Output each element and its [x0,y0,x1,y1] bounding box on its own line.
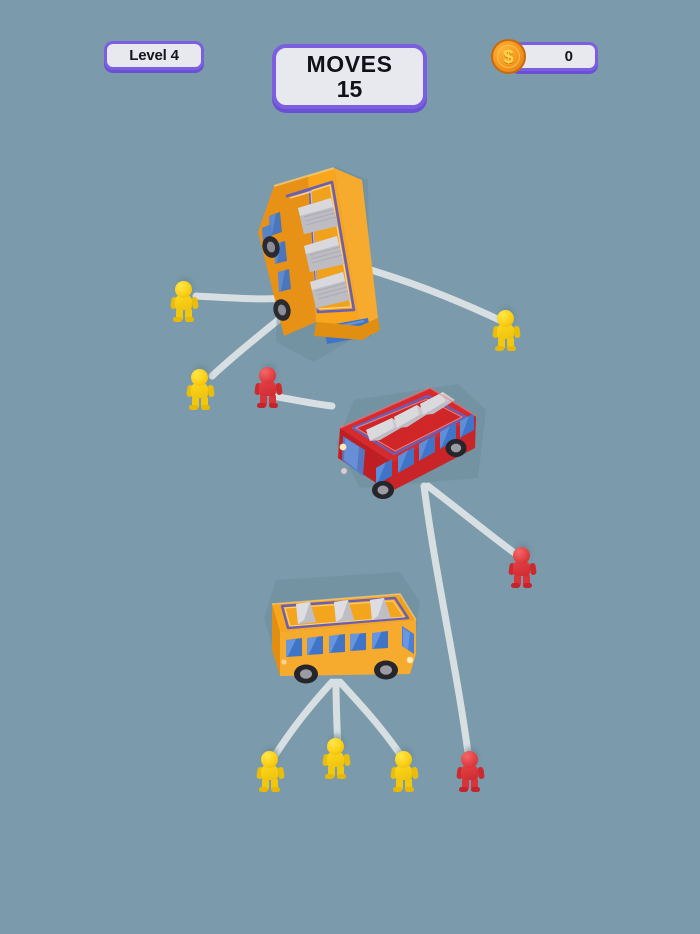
passenger-yellow[interactable] [492,306,522,351]
passenger-foot-left [259,787,268,792]
passenger-leg-right [271,778,278,791]
passenger-red[interactable] [508,543,538,588]
passenger-yellow[interactable] [390,747,420,792]
passenger-head [191,369,208,386]
passenger-body [513,561,530,576]
passenger-foot-right [201,405,210,410]
passenger-leg-left [396,778,403,791]
moves-label: MOVES [306,51,393,78]
passenger-foot-left [511,583,520,588]
level-badge[interactable]: Level 4 [104,41,204,70]
passenger-foot-right [185,317,194,322]
path-line [420,482,474,772]
passenger-red[interactable] [254,363,284,408]
passenger-leg-right [269,394,276,407]
passenger-foot-right [523,583,532,588]
passenger-foot-left [189,405,198,410]
passenger-body [327,752,344,767]
passenger-body [395,765,412,780]
bus-yellow-bottom[interactable] [250,558,440,698]
passenger-body [461,765,478,780]
passenger-body [191,383,208,398]
passenger-body [261,765,278,780]
passenger-foot-right [337,774,346,779]
passenger-leg-left [514,574,521,587]
passenger-leg-right [201,396,208,409]
passenger-foot-right [271,787,280,792]
passenger-foot-right [471,787,480,792]
passenger-leg-left [498,337,505,350]
passenger-foot-right [405,787,414,792]
passenger-head [497,310,514,327]
passenger-head [513,547,530,564]
passenger-foot-right [507,346,516,351]
moves-value: 15 [336,75,363,102]
level-label: Level 4 [129,47,179,64]
passenger-foot-left [173,317,182,322]
coin-dollar-symbol: $ [503,46,514,67]
passenger-leg-left [462,778,469,791]
passenger-leg-left [262,778,269,791]
hud: Level 4 MOVES 15 0 $ [0,0,700,130]
path-line [360,264,512,328]
passenger-yellow[interactable] [170,277,200,322]
passenger-head [461,751,478,768]
passenger-foot-left [257,403,266,408]
coin-value: 0 [564,48,573,65]
moves-panel: MOVES 15 [272,44,427,109]
passenger-leg-right [185,308,192,321]
passenger-body [175,295,192,310]
passenger-foot-left [459,787,468,792]
passenger-leg-left [192,396,199,409]
passenger-head [327,738,344,755]
passenger-body [497,324,514,339]
passenger-leg-left [260,394,267,407]
passenger-yellow[interactable] [256,747,286,792]
path-line [268,392,336,410]
passenger-head [395,751,412,768]
passenger-foot-right [269,403,278,408]
passenger-leg-right [337,765,344,778]
passenger-foot-left [393,787,402,792]
passenger-leg-right [523,574,530,587]
passenger-leg-right [471,778,478,791]
bus-yellow-top[interactable] [238,150,438,370]
passenger-leg-left [176,308,183,321]
passenger-foot-left [325,774,334,779]
passenger-head [261,751,278,768]
passenger-leg-right [507,337,514,350]
passenger-body [259,381,276,396]
coin-dollar-icon: $ [491,39,526,74]
passenger-head [175,281,192,298]
passenger-foot-left [495,346,504,351]
passenger-yellow[interactable] [322,734,352,779]
passenger-leg-right [405,778,412,791]
passenger-yellow[interactable] [186,365,216,410]
path-line [268,678,336,764]
passenger-red[interactable] [456,747,486,792]
passenger-leg-left [328,765,335,778]
passenger-head [259,367,276,384]
bus-red-middle[interactable] [318,370,508,510]
